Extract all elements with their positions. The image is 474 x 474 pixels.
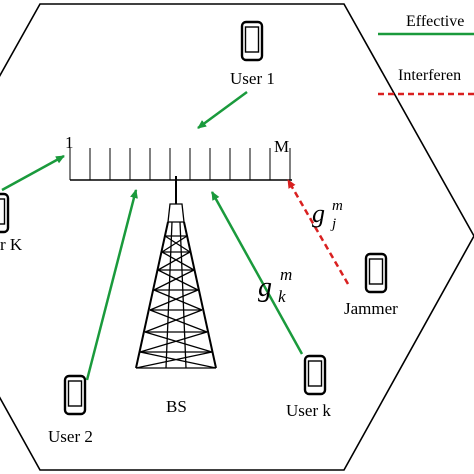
channel-gk-label: g m k <box>258 265 292 306</box>
phone-icon-user1 <box>240 20 264 62</box>
legend-effective-label: Effective <box>406 13 464 30</box>
link-user1 <box>197 90 248 130</box>
link-userk <box>210 191 304 355</box>
array-end-label: M <box>274 137 289 156</box>
svg-text:j: j <box>330 216 336 232</box>
jammer-label: Jammer <box>344 299 398 318</box>
phone-icon-user2 <box>63 374 87 416</box>
array-start-label: 1 <box>65 133 74 152</box>
link-user2 <box>85 189 138 381</box>
phone-icon-jammer <box>364 252 388 294</box>
svg-text:m: m <box>332 198 343 214</box>
userk-label: User k <box>286 401 331 420</box>
tower-icon <box>135 176 217 369</box>
user1-label: User 1 <box>230 69 275 88</box>
svg-text:k: k <box>278 287 286 306</box>
phone-icon-userK <box>0 192 10 234</box>
link-jammer <box>286 179 350 285</box>
svg-text:m: m <box>280 265 292 284</box>
userK-label: r K <box>0 235 23 254</box>
user2-label: User 2 <box>48 427 93 446</box>
legend: Effective Interferen <box>378 13 474 96</box>
legend-interference-label: Interferen <box>398 67 461 84</box>
bs-label: BS <box>166 397 187 416</box>
hexagon-cell <box>0 3 474 471</box>
svg-text:g: g <box>312 199 325 228</box>
channel-gj-label: g m j <box>312 198 343 232</box>
link-userK <box>1 154 65 192</box>
antenna-array-icon <box>69 148 292 181</box>
svg-text:g: g <box>258 272 272 303</box>
effective-links <box>1 90 304 381</box>
phone-icon-userk <box>303 354 327 396</box>
